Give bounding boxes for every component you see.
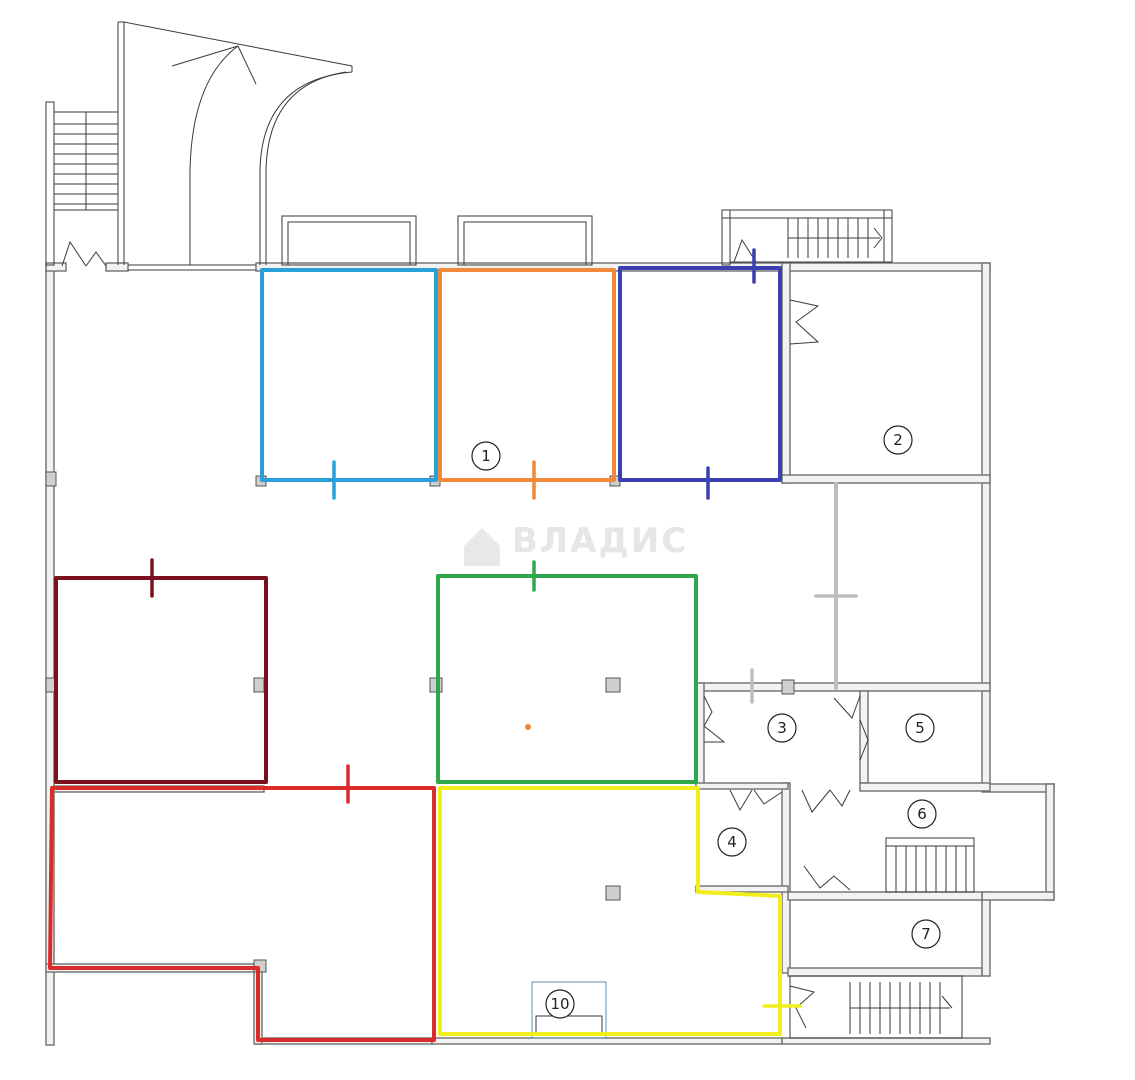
zone-red [48, 764, 436, 1042]
entrance-canopy [117, 21, 353, 265]
room-label: 7 [911, 919, 941, 949]
door-swing-icon [729, 789, 783, 812]
room-label: 1 [471, 441, 501, 471]
room-label: 2 [883, 425, 913, 455]
top-window-bays [281, 215, 593, 266]
room-label: 10 [545, 989, 575, 1019]
center-dot [525, 724, 531, 730]
zone-yellow [438, 786, 802, 1036]
zone-outline [48, 786, 436, 1042]
door-swing-icon [61, 240, 107, 267]
stairs-icon [721, 209, 893, 266]
room-label-text: 3 [777, 719, 787, 737]
zone-outline [618, 266, 782, 482]
zone-outline [54, 576, 268, 784]
room-label: 3 [767, 713, 797, 743]
watermark-text: ВЛАДИС [512, 521, 688, 561]
room-label: 4 [717, 827, 747, 857]
door-swing-icon [833, 695, 869, 761]
stairs-icon [45, 101, 119, 266]
door-swing-icon [703, 695, 726, 743]
door-swing-icon [789, 985, 816, 1029]
zone-outline [438, 786, 782, 1036]
entrance-arrow-icon [171, 45, 257, 85]
room-label-text: 1 [481, 447, 491, 465]
zone-outline [260, 268, 438, 482]
zone-orange [438, 268, 616, 500]
zone-outline [438, 268, 616, 482]
watermark: ВЛАДИС [464, 521, 688, 566]
door-swing-icon [733, 238, 757, 263]
outer-walls [45, 262, 1055, 1046]
door-swing-icon [803, 865, 851, 891]
zone-green [436, 560, 698, 784]
house-logo-icon [464, 528, 500, 566]
zone-gray-partition [750, 482, 858, 704]
zone-maroon [54, 558, 268, 784]
room-label-text: 6 [917, 805, 927, 823]
room-label-text: 4 [727, 833, 737, 851]
room-label-text: 5 [915, 719, 925, 737]
stairs-icon [789, 975, 963, 1039]
room-label-text: 10 [550, 995, 569, 1013]
door-swing-icon [801, 789, 851, 813]
room-label-text: 2 [893, 431, 903, 449]
stairs-icon [885, 837, 975, 893]
room-label: 5 [905, 713, 935, 743]
zone-outline [436, 574, 698, 784]
door-swing-icon [789, 299, 820, 345]
room-label-text: 7 [921, 925, 931, 943]
room-label: 6 [907, 799, 937, 829]
interior-walls [45, 262, 991, 977]
zone-light-blue [260, 268, 438, 500]
zone-navy [618, 248, 782, 500]
